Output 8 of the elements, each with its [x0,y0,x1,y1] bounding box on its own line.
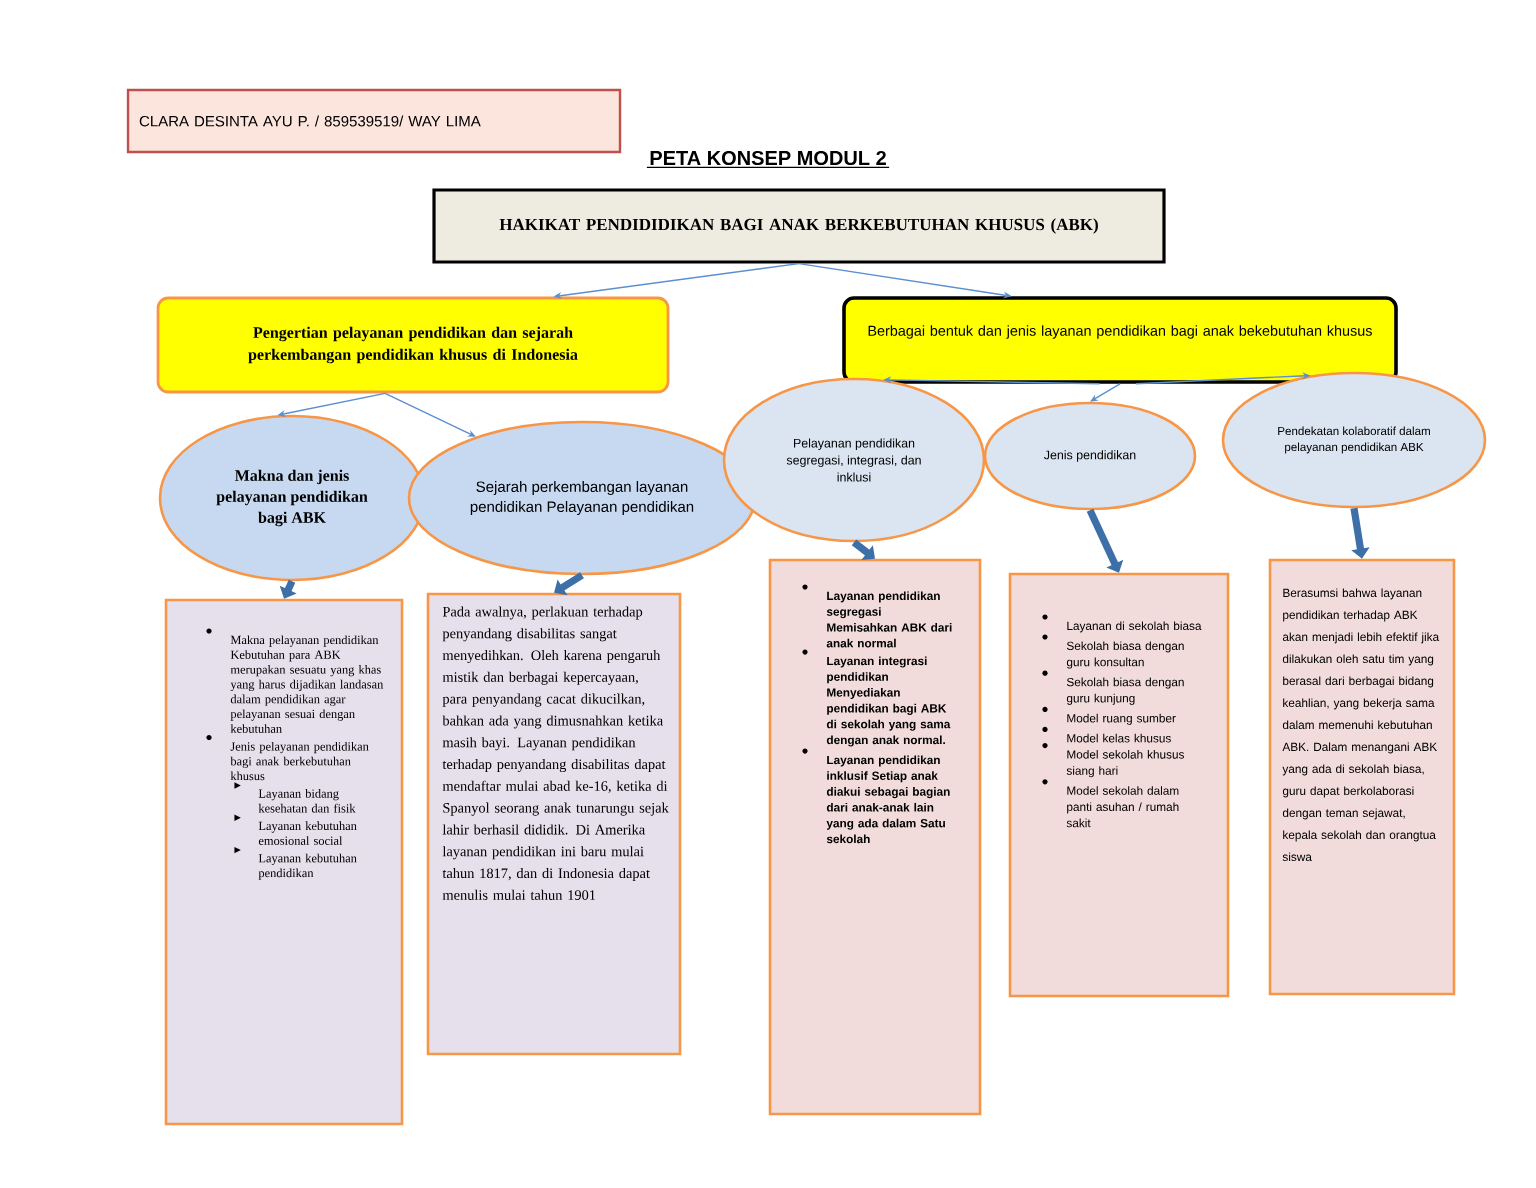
arrow [1090,383,1121,402]
title: PETA KONSEP MODUL 2 [646,150,890,169]
arrow [851,539,875,560]
arrow [1350,507,1370,559]
subtopic-box: Pengertian pelayanan pendidikan dan sejarah perkembangan pendidikan khusus di Indonesia [156,296,670,394]
arrow [554,572,584,596]
arrow [1086,508,1124,573]
topic-box: HAKIKAT PENDIDIDIKAN BAGI ANAK BERKEBUTUHAN KHUSUS (ABK) [432,188,1166,264]
